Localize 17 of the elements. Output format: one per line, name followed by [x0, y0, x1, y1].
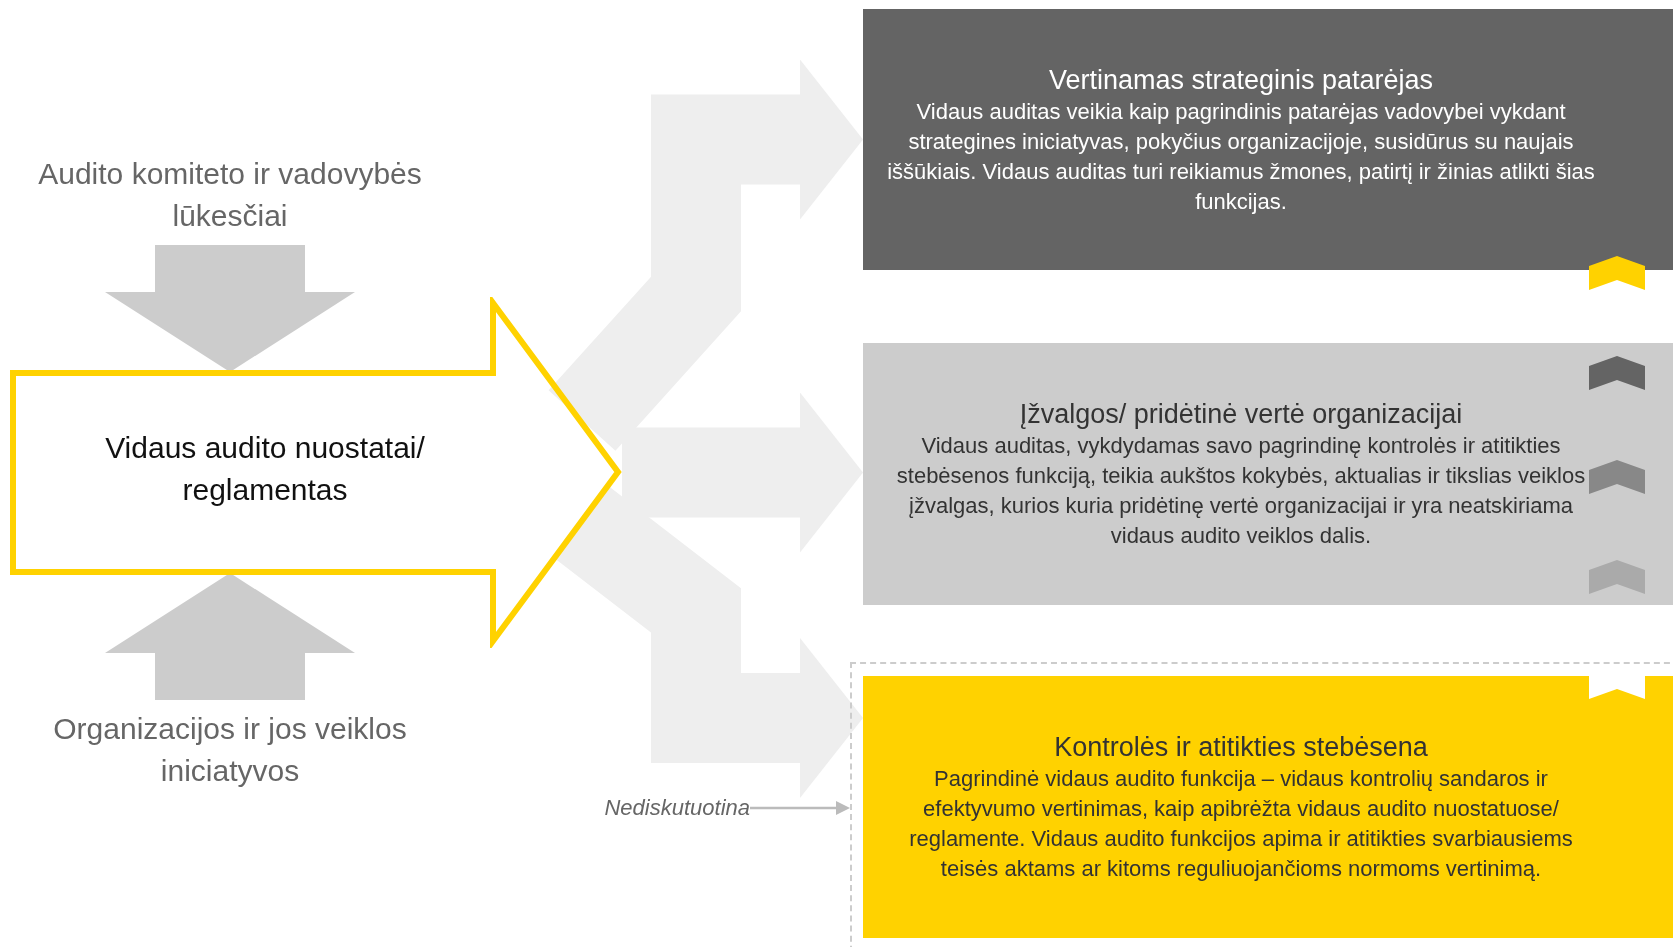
panel-heading: Įžvalgos/ pridėtinė vertė organizacijai [1019, 398, 1463, 431]
panel-heading: Kontrolės ir atitikties stebėsena [1054, 731, 1428, 764]
arrow [105, 245, 355, 372]
arrow [548, 59, 863, 451]
panel-text: Vidaus auditas veikia kaip pagrindinis patarėjas vadovybei vykdant strategines iniciatyvas, pokyčius organizacijoje, susidūrus su naujais iššūkiais. Vidaus auditas turi reikiamus žmones, patirtį ir žinias atlikti šias funkcijas. [886, 97, 1596, 216]
panel-heading: Vertinamas strateginis patarėjas [1048, 63, 1434, 97]
note-text: Nediskutuotina [560, 790, 750, 826]
arrow [622, 392, 863, 553]
panel-text: Pagrindinė vidaus audito funkcija – vidaus kontrolių sandaros ir efektyvumo vertinimas, kaip apibrėžta vidaus audito nuostatuose/ reglamente. Vidaus audito funkcijos apima ir atitikties svarbiausiems teisės aktams ar kitoms reguliuojančioms normoms vertinimą. [908, 765, 1574, 883]
info-panel [863, 9, 1673, 270]
arrow-label: Vidaus audito nuostatai/ reglamentas [104, 430, 426, 508]
arrow [750, 801, 850, 815]
arrow [105, 573, 355, 700]
caption-text: Organizacijos ir jos veiklos iniciatyvos [10, 700, 450, 800]
info-panel [863, 343, 1673, 605]
panel-text: Vidaus auditas, vykdydamas savo pagrindinę kontrolės ir atitikties stebėsenos funkciją, teikia aukštos kokybės, aktualias ir tikslias veiklos įžvalgas, kurios kuria pridėtinę vertė organizacijai ir yra neatskiriama vidaus audito veiklos dalis. [895, 432, 1587, 550]
caption-text: Audito komiteto ir vadovybės lūkesčiai [10, 145, 450, 245]
